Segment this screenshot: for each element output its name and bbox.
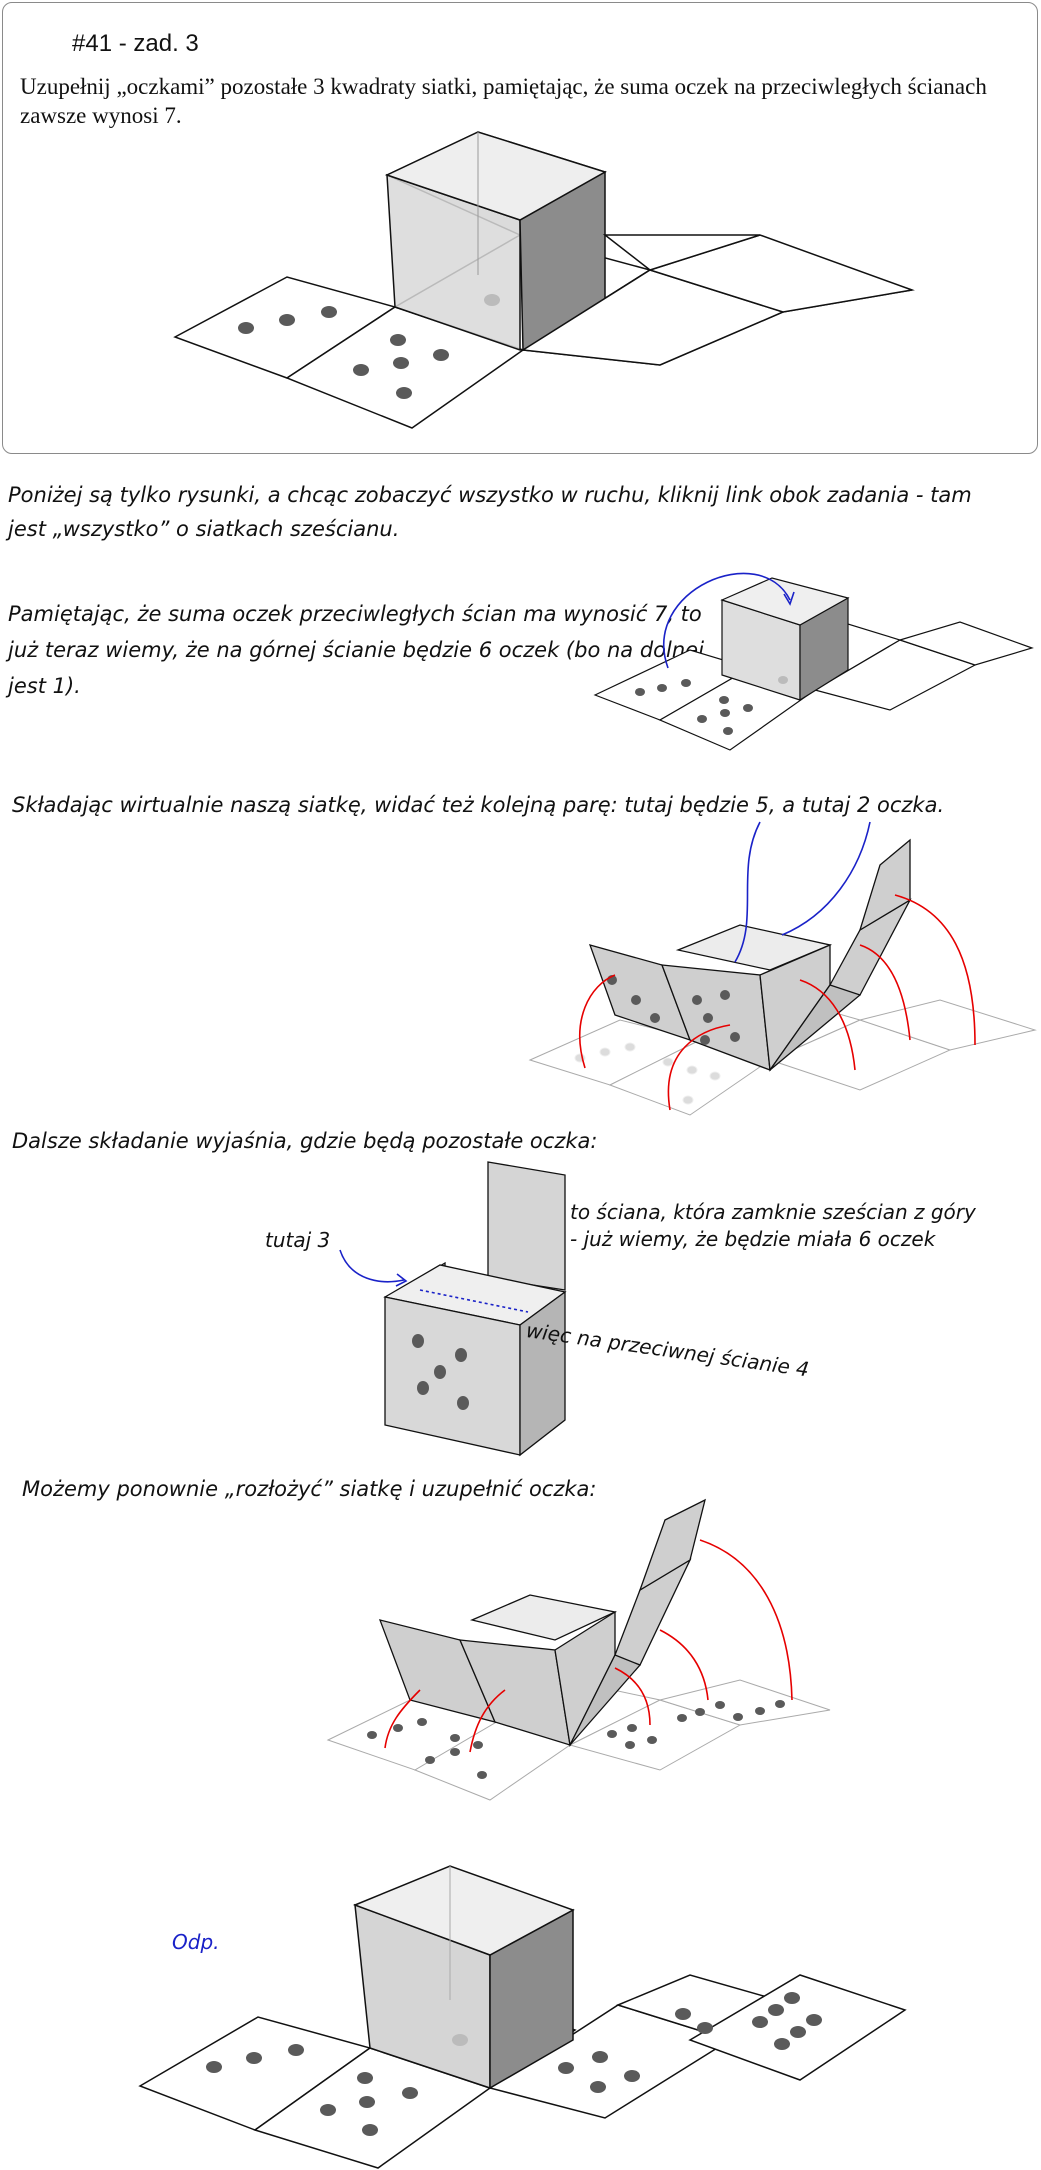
s2-blue-arrows [734,821,871,963]
s4-red-arrows [384,1539,793,1753]
s3-back-flap [487,1161,566,1291]
intro-note: Poniżej są tylko rysunki, a chcąc zobacz… [8,483,972,541]
s2-flap-right-3 [858,838,911,932]
step1-note: Pamiętając, że suma oczek przeciwległych… [8,602,704,698]
net-empty-c [602,234,761,271]
step3-left-note: tutaj 3 [265,1228,331,1252]
s1-blue-arrow [663,572,791,669]
s2-red-arrows [579,894,976,1111]
pip-bottom-face [484,294,500,306]
ans-cube-top [352,1865,575,1956]
step3-right-note-1: to ściana, która zamknie sześcian z góry [570,1200,976,1224]
task-title: #41 - zad. 3 [72,30,199,57]
step4-note: Możemy ponownie „rozłożyć” siatkę i uzup… [22,1477,597,1501]
s1-net-5 [898,621,1034,666]
step3-right-note-2: - już wiemy, że będzie miała 6 oczek [570,1227,936,1251]
task-prompt: Uzupełnij „oczkami” pozostałe 3 kwadraty… [20,74,987,128]
pips-three [238,306,337,334]
s3-blue-arrow [339,1249,405,1283]
answer-label: Odp. [172,1930,220,1954]
s3-cube-right [519,1290,566,1457]
task-box [2,2,1038,454]
cube-top-face [385,131,607,221]
s1-cube-top [720,577,850,626]
step2-note: Składając wirtualnie naszą siatkę, widać… [12,793,945,817]
pips-five [353,334,449,399]
step3-note: Dalsze składanie wyjaśnia, gdzie będą po… [12,1129,598,1153]
